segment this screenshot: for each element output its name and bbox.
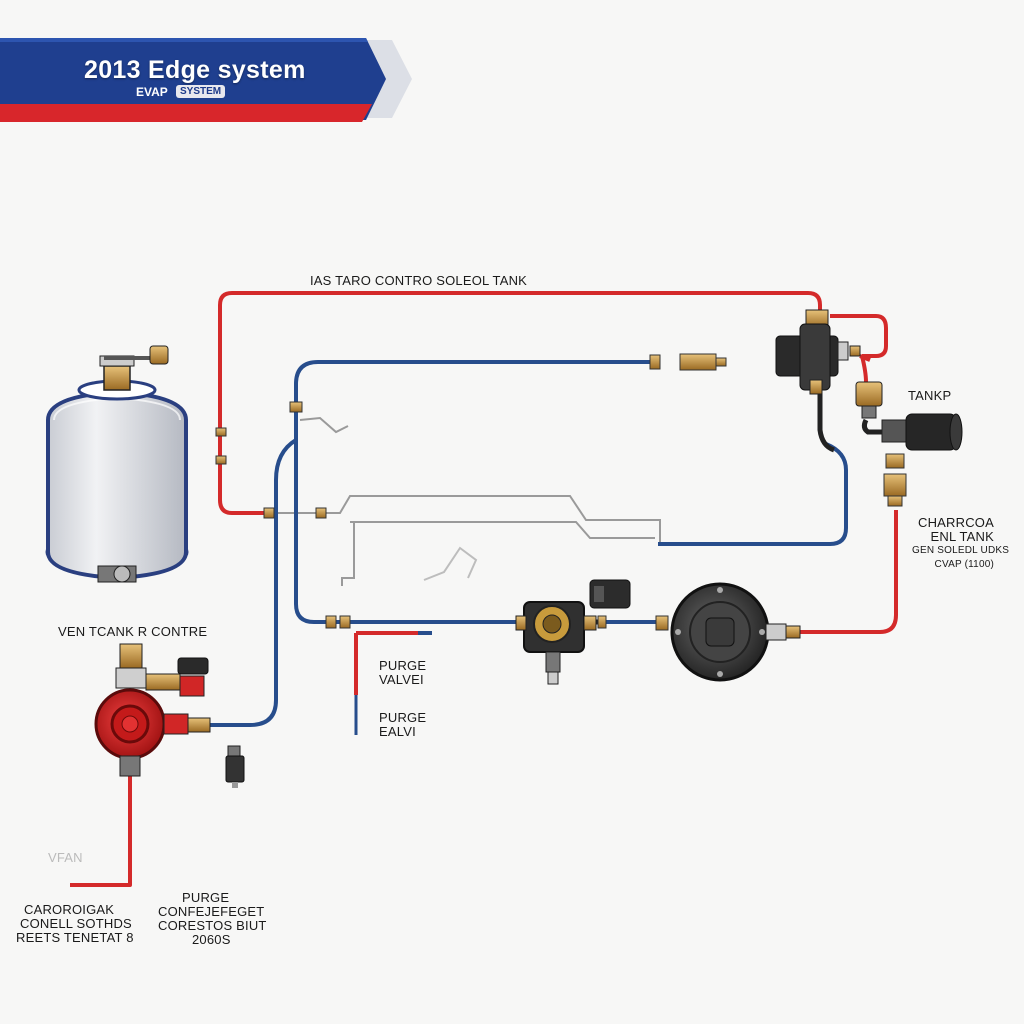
purge-valve-sub-line-1: PURGE bbox=[379, 710, 427, 725]
bottom-left-line-3: REETS TENETAT 8 bbox=[16, 930, 134, 945]
purge-valve-sub-line-2: EALVI bbox=[379, 724, 416, 739]
purge-valve-icon bbox=[515, 579, 631, 685]
connector-plug-icon bbox=[225, 745, 245, 788]
tank-pressure-sensor-icon bbox=[881, 413, 963, 451]
charcoal-label-line-2: ENL TANK bbox=[930, 529, 994, 544]
tank-pressure-label: TANKP bbox=[908, 388, 952, 403]
charcoal-label-line-3: GEN SOLEDL UDKS bbox=[912, 545, 1010, 556]
charcoal-label-line-4: CVAP (1100) bbox=[934, 559, 994, 570]
bottom-middle-line-3: CORESTOS BIUT bbox=[158, 918, 267, 933]
bottom-middle-label: PURGE CONFEJEFEGET CORESTOS BIUT 2060S bbox=[158, 891, 267, 947]
vfan-label: VFAN bbox=[48, 850, 83, 865]
page-subtitle: EVAP bbox=[136, 85, 168, 99]
bottom-left-line-1: CAROROIGAK bbox=[24, 902, 115, 917]
purge-valve-sub-label: PURGE EALVI bbox=[379, 711, 426, 739]
purge-valve-label: PURGE VALVEI bbox=[379, 659, 426, 687]
vent-control-label: VEN TCANK R CONTRE bbox=[58, 624, 208, 639]
bottom-middle-line-4: 2060S bbox=[192, 932, 231, 947]
bottom-middle-line-1: PURGE bbox=[182, 890, 230, 905]
vent-control-valve-icon bbox=[94, 643, 211, 777]
fuel-tank-icon bbox=[45, 345, 189, 583]
charcoal-canister-label: CHARRCOA ENL TANK GEN SOLEDL UDKS CVAP (… bbox=[912, 515, 1010, 572]
charcoal-label-line-1: CHARRCOA bbox=[918, 515, 994, 530]
page-title: 2013 Edge system bbox=[84, 56, 306, 84]
header-blue-band bbox=[0, 38, 386, 120]
bottom-left-line-2: CONELL SOTHDS bbox=[20, 916, 132, 931]
header-red-band bbox=[0, 104, 372, 122]
purge-valve-line-1: PURGE bbox=[379, 658, 427, 673]
purge-valve-line-2: VALVEI bbox=[379, 672, 424, 687]
red-hoses bbox=[70, 291, 898, 887]
purge-solenoid-icon bbox=[775, 309, 883, 419]
header-banner bbox=[0, 38, 412, 122]
top-line-label: IAS TARO CONTRO SOLEOL TANK bbox=[310, 273, 528, 288]
signal-lines bbox=[258, 416, 661, 586]
charcoal-canister-icon bbox=[670, 582, 801, 682]
blue-hoses bbox=[208, 360, 848, 735]
bottom-left-label: CAROROIGAK CONELL SOTHDS REETS TENETAT 8 bbox=[16, 903, 134, 945]
line-fittings bbox=[215, 353, 907, 631]
bottom-middle-line-2: CONFEJEFEGET bbox=[158, 904, 265, 919]
subtitle-badge: SYSTEM bbox=[176, 85, 226, 98]
